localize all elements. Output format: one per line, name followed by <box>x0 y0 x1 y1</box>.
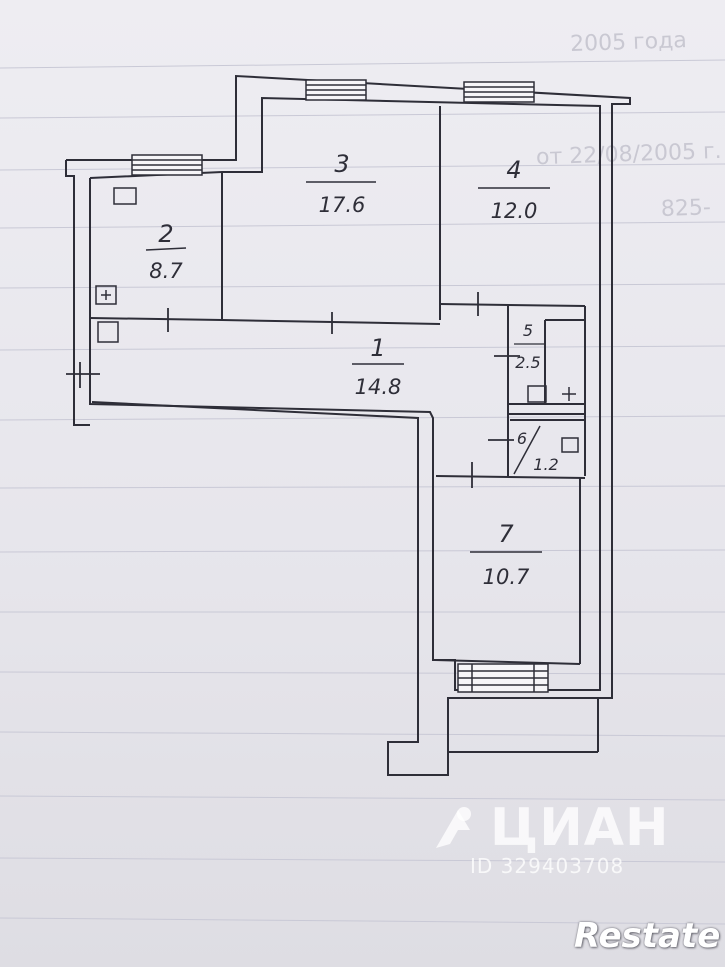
ghost-text-line3: 825- <box>661 195 712 222</box>
room-number: 7 <box>498 520 514 548</box>
partitions <box>89 106 586 664</box>
cian-logo-icon <box>436 807 471 848</box>
room-4-label: 4 12.0 <box>478 156 550 223</box>
room-area: 10.7 <box>483 565 530 589</box>
room-6-label: 6 1.2 <box>517 429 559 474</box>
room-number: 1 <box>370 334 385 362</box>
stove-icon <box>113 187 137 205</box>
room-area: 17.6 <box>319 193 366 217</box>
bath-sink-icon <box>527 385 547 403</box>
sink-icon <box>95 285 117 305</box>
window-room-7 <box>457 663 549 693</box>
room-number: 3 <box>334 150 349 178</box>
restate-logo: Restate <box>574 916 721 956</box>
window-room-2 <box>131 154 203 176</box>
window-room-3 <box>305 79 367 101</box>
background-text: 2005 года от 22/08/2005 г. 825- <box>536 28 722 222</box>
fixtures <box>95 187 579 475</box>
room-area: 2.5 <box>515 353 540 372</box>
room-area: 8.7 <box>149 259 183 283</box>
ghost-text-line1: 2005 года <box>570 28 688 57</box>
room-1-label: 1 14.8 <box>352 334 404 399</box>
toilet-icon <box>561 437 579 453</box>
room-7-label: 7 10.7 <box>470 520 542 589</box>
room-number: 4 <box>506 156 521 184</box>
paper-lines <box>0 59 725 925</box>
room-2-label: 2 8.7 <box>145 220 187 283</box>
exterior-walls <box>65 74 631 776</box>
door-marks <box>66 292 520 488</box>
room-5-label: 5 2.5 <box>514 321 544 372</box>
cian-watermark: ЦИАН ID 329403708 <box>430 790 690 890</box>
room-number: 2 <box>158 220 173 248</box>
ghost-text-line2: от 22/08/2005 г. <box>536 139 722 170</box>
room-number: 6 <box>517 429 527 448</box>
room-area: 12.0 <box>491 199 538 223</box>
window-room-4 <box>463 81 535 103</box>
listing-id: ID 329403708 <box>470 854 625 878</box>
cabinet-icon <box>97 321 119 343</box>
room-area: 1.2 <box>533 455 558 474</box>
windows <box>131 79 549 693</box>
room-3-label: 3 17.6 <box>306 150 376 217</box>
room-area: 14.8 <box>355 375 402 399</box>
room-number: 5 <box>523 321 533 340</box>
cian-brand-text: ЦИАН <box>490 798 670 858</box>
